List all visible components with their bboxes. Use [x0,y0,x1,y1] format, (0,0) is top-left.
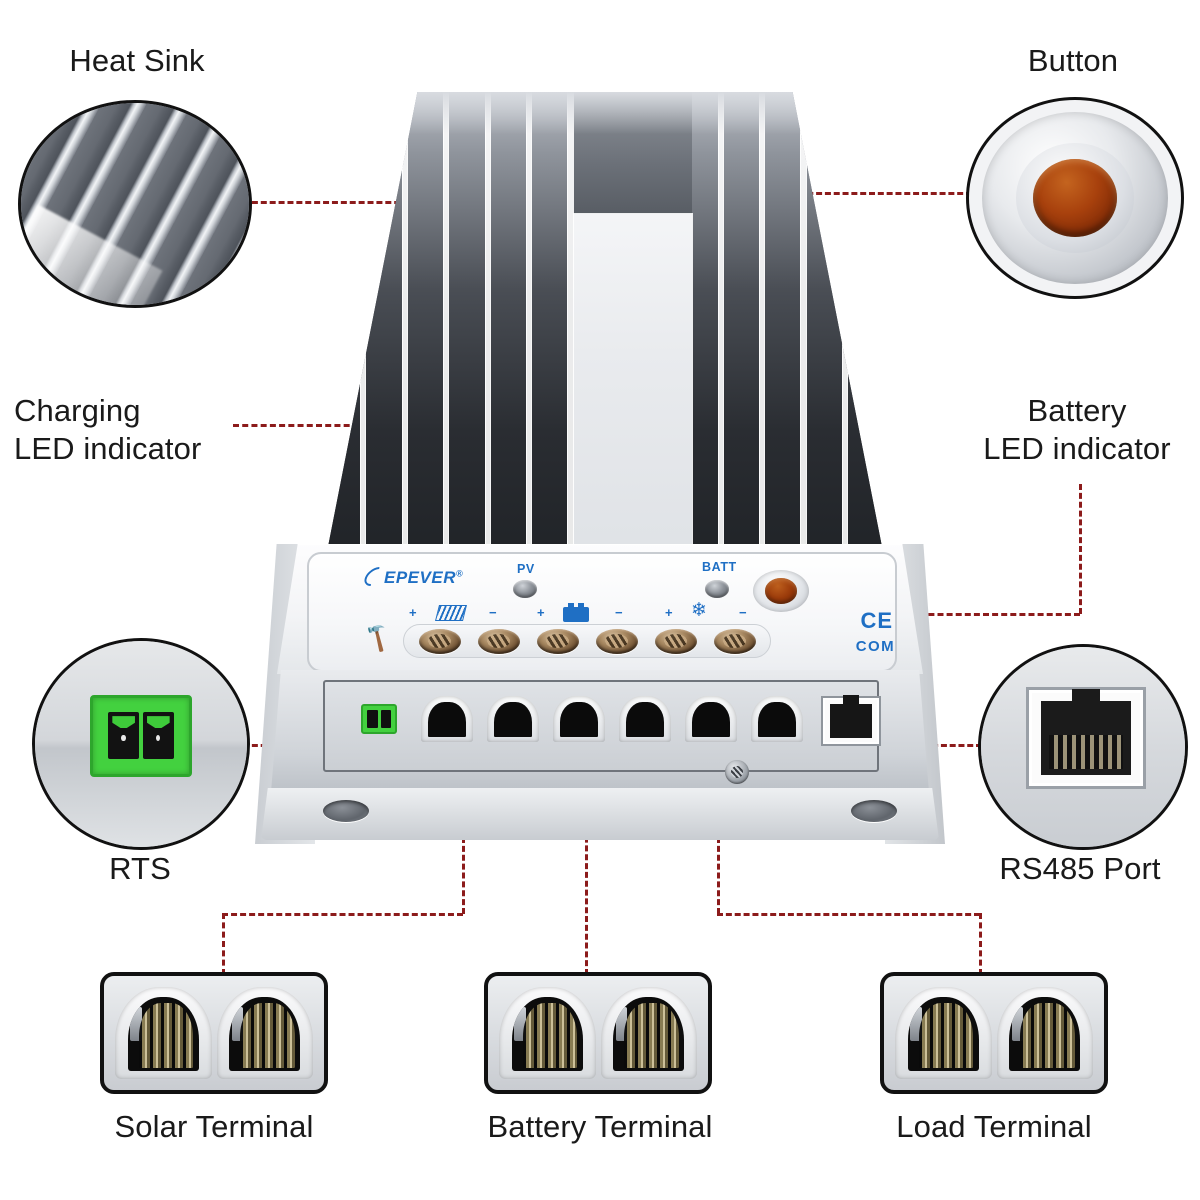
batt-led-indicator [705,580,729,598]
rts-callout-circle [32,638,250,850]
button-callout-circle [966,97,1184,299]
ce-mark: CE [860,608,893,633]
battery-led-label: Battery LED indicator [983,393,1171,466]
terminal-port-battery-negative[interactable] [619,696,671,742]
load-lamp-icon: ❄ [691,600,707,621]
heat-sink-center-top [574,92,692,215]
batt-led-label: BATT [702,560,737,574]
battery-terminal-label: Battery Terminal [487,1109,713,1144]
leader-load-v1 [717,766,720,914]
terminal-symbol-row: + − + − + ❄ − [409,600,747,622]
leader-load-v2 [979,913,982,975]
green-two-pin-terminal-icon [90,694,192,777]
terminal-port-load-negative[interactable] [751,696,803,742]
orange-push-button-icon [1032,158,1118,238]
mounting-base-flange [261,788,939,840]
battery-icon [563,603,589,622]
leader-solar-v2 [222,913,225,975]
heat-sink-callout-circle [18,100,252,308]
terminal-screw-strip [403,624,771,658]
solar-panel-icon [435,605,467,621]
terminal-screw[interactable] [654,628,697,654]
terminal-screw[interactable] [418,628,461,654]
terminal-port-solar-positive[interactable] [421,696,473,742]
terminal-port-load-positive[interactable] [685,696,737,742]
mounting-hole-right [851,800,897,822]
terminal-screw[interactable] [536,628,579,654]
heat-sink-body [325,92,885,562]
registered-mark: ® [455,568,464,579]
solar-terminal-label: Solar Terminal [114,1109,314,1144]
leader-load-h [717,913,980,916]
mode-push-button[interactable] [753,570,809,612]
pv-led-label: PV [517,562,535,576]
solar-charge-controller-device: EPEVER® PV BATT 🔨 + − + − + ❄ − CE [255,92,945,844]
charging-led-label: Charging LED indicator [14,393,202,466]
brand-name: EPEVER [384,568,456,587]
leader-heat-sink [243,201,418,204]
ground-screw[interactable] [725,760,749,784]
leader-solar-h [222,913,463,916]
load-terminal-callout [880,972,1108,1094]
brand-logo: EPEVER® [360,563,464,590]
pv-led-indicator [513,580,537,598]
rts-label: RTS [109,851,171,886]
com-label: COM [855,638,895,655]
rts-connector-port[interactable] [361,704,397,734]
terminal-screw[interactable] [595,628,638,654]
terminal-screw[interactable] [713,628,756,654]
rs485-callout-circle [978,644,1188,850]
mounting-hole-left [323,800,369,822]
solar-terminal-callout [100,972,328,1094]
leader-battery-term [585,766,588,975]
battery-terminal-callout [484,972,712,1094]
load-terminal-label: Load Terminal [896,1109,1092,1144]
terminal-port-solar-negative[interactable] [487,696,539,742]
heat-sink-center-plate [574,214,692,562]
leader-button-h [772,192,972,195]
rs485-label: RS485 Port [999,851,1161,886]
terminal-screw[interactable] [477,628,520,654]
rj45-jack-icon [1025,687,1147,789]
rs485-rj45-port[interactable] [821,695,881,746]
leader-charging-led-h [233,424,405,427]
leader-battery-led-v2 [1079,484,1082,614]
heat-sink-label: Heat Sink [69,43,205,78]
leader-solar-v1 [462,766,465,914]
terminal-port-battery-positive[interactable] [553,696,605,742]
button-label: Button [1027,43,1119,78]
